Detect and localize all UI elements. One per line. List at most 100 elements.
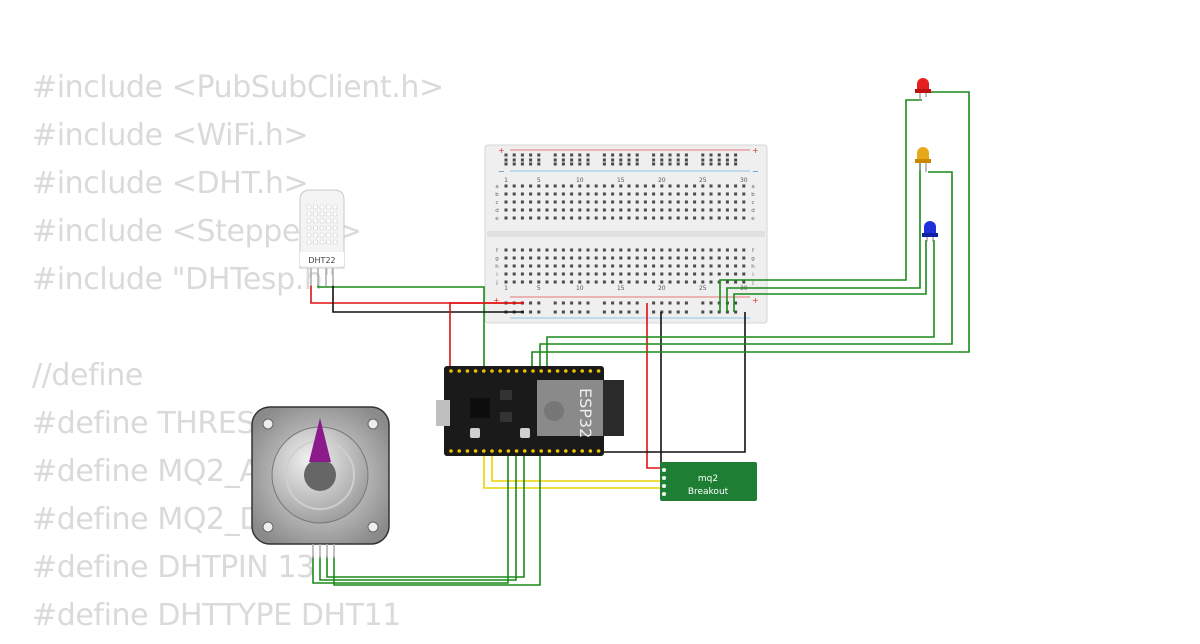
breadboard-hole: [611, 256, 615, 260]
breadboard-hole: [660, 208, 664, 212]
breadboard-hole: [561, 272, 565, 276]
breadboard-hole: [611, 280, 615, 284]
breadboard-hole: [668, 248, 672, 252]
breadboard-hole: [676, 310, 680, 314]
rail-plus-label: +: [752, 296, 759, 305]
breadboard-hole: [643, 280, 647, 284]
breadboard-hole: [676, 256, 680, 260]
breadboard-hole: [504, 280, 508, 284]
breadboard-hole: [578, 162, 582, 166]
esp32-pin: [547, 369, 552, 373]
esp32-pin: [555, 449, 560, 453]
breadboard-hole: [734, 264, 738, 268]
breadboard-hole: [709, 162, 713, 166]
led-yellow[interactable]: [915, 147, 931, 172]
breadboard-hole: [545, 200, 549, 204]
dht22-vent: [313, 218, 318, 224]
esp32-pin: [572, 449, 576, 453]
wire-dht-data: [317, 285, 485, 370]
breadboard-hole: [660, 216, 664, 220]
breadboard-hole: [520, 192, 524, 196]
column-label: 15: [617, 177, 625, 184]
breadboard-hole: [709, 256, 713, 260]
breadboard-hole: [676, 272, 680, 276]
led-blue[interactable]: [922, 221, 938, 242]
reset-button[interactable]: [520, 428, 530, 438]
esp32-pin: [539, 369, 543, 373]
breadboard-hole: [545, 256, 549, 260]
row-label: j: [495, 280, 498, 286]
row-label: h: [495, 264, 499, 270]
esp32-pin: [473, 449, 478, 453]
breadboard-hole: [635, 310, 639, 314]
esp32-pin: [588, 449, 593, 453]
breadboard-hole: [545, 264, 549, 268]
wires: [310, 91, 970, 586]
breadboard-hole: [717, 264, 721, 268]
breadboard-holes: [504, 153, 746, 314]
breadboard-hole: [701, 153, 705, 157]
breadboard-hole: [594, 216, 598, 220]
breadboard-hole: [701, 310, 705, 314]
breadboard-hole: [520, 216, 524, 220]
breadboard-hole: [717, 248, 721, 252]
dht22-vent: [332, 211, 338, 217]
breadboard-hole: [602, 200, 606, 204]
breadboard-hole: [611, 158, 615, 162]
breadboard-hole: [734, 280, 738, 284]
breadboard-hole: [619, 280, 623, 284]
breadboard-hole: [529, 301, 533, 305]
breadboard-hole: [693, 248, 697, 252]
breadboard-hole: [561, 192, 565, 196]
breadboard-hole: [578, 310, 582, 314]
breadboard-hole: [725, 158, 729, 162]
breadboard-hole: [578, 248, 582, 252]
esp32-pin: [498, 449, 503, 453]
breadboard-hole: [586, 280, 590, 284]
stepper-motor[interactable]: [251, 406, 390, 558]
breadboard-hole: [652, 184, 656, 188]
breadboard-hole: [627, 272, 631, 276]
breadboard-hole: [537, 153, 541, 157]
breadboard-hole: [611, 248, 615, 252]
breadboard-hole: [635, 248, 639, 252]
breadboard-hole: [578, 208, 582, 212]
breadboard-hole: [619, 272, 623, 276]
breadboard-hole: [684, 208, 688, 212]
breadboard-hole: [611, 192, 615, 196]
breadboard-hole: [570, 153, 574, 157]
breadboard-hole: [602, 162, 606, 166]
breadboard-hole: [553, 301, 557, 305]
breadboard-hole: [684, 200, 688, 204]
row-label: c: [495, 200, 498, 206]
esp32-pin: [514, 449, 519, 453]
led-red[interactable]: [915, 78, 931, 101]
dht22-vent: [313, 225, 318, 231]
breadboard-hole: [676, 264, 680, 268]
esp32-pin: [564, 449, 568, 453]
code-line: #define MQ2_D: [32, 502, 263, 537]
row-label: d: [495, 208, 499, 214]
breadboard-hole: [578, 301, 582, 305]
mq2-breakout[interactable]: mq2 Breakout: [660, 462, 757, 501]
breadboard-hole: [693, 184, 697, 188]
boot-button[interactable]: [470, 428, 480, 438]
breadboard-hole: [734, 216, 738, 220]
mq2-pin: [662, 468, 666, 472]
rail-minus-label: −: [498, 167, 505, 176]
breadboard-hole: [512, 280, 516, 284]
row-label: f: [496, 248, 499, 254]
dht22-sensor[interactable]: DHT22: [299, 189, 345, 286]
breadboard-hole: [586, 256, 590, 260]
column-label: 1: [504, 177, 508, 184]
esp32-board[interactable]: ESP32: [436, 366, 624, 456]
breadboard-hole: [545, 192, 549, 196]
breadboard-hole: [529, 192, 533, 196]
breadboard-hole: [693, 280, 697, 284]
rail-plus-label: +: [493, 296, 500, 305]
breadboard-hole: [619, 208, 623, 212]
breadboard-hole: [676, 184, 680, 188]
breadboard-hole: [504, 158, 508, 162]
